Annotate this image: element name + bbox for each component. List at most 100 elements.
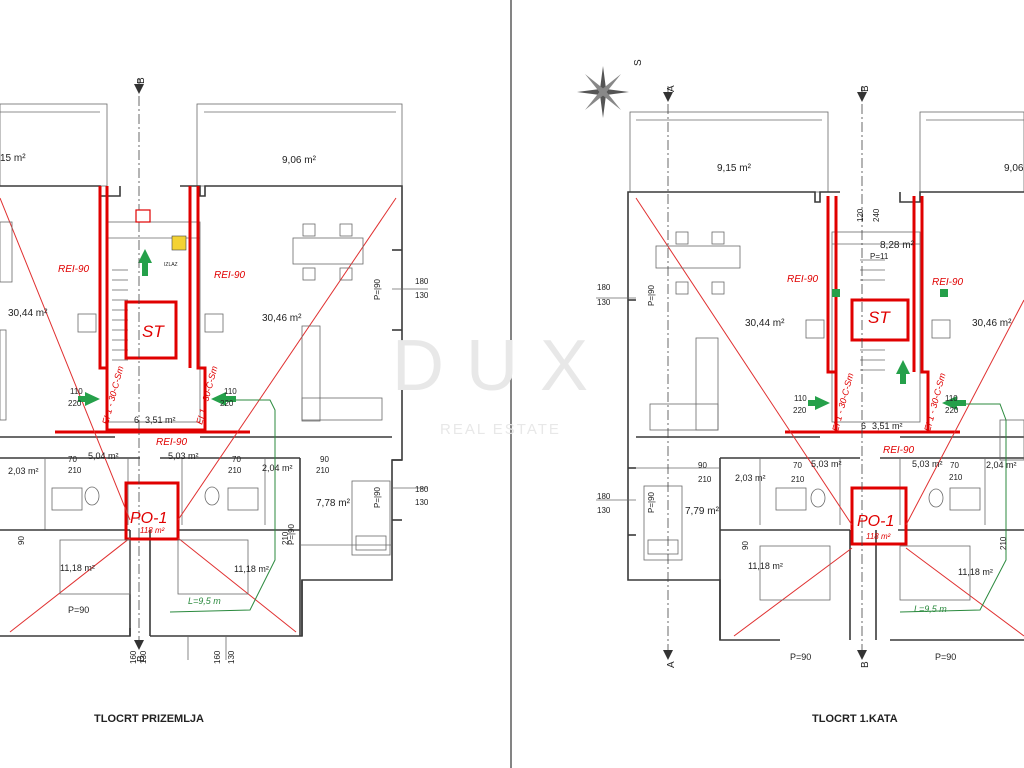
parapet-1-4: P=90 bbox=[935, 652, 956, 662]
parapet-1: P=|90 bbox=[373, 278, 382, 300]
staircase-label: ST bbox=[142, 322, 165, 341]
window-dim-h-3: 130 bbox=[139, 650, 148, 664]
fire-wall-label-1-1: REI-90 bbox=[787, 274, 819, 285]
door-dim-h-1-1: 220 bbox=[793, 406, 807, 415]
fire-extinguisher-icon bbox=[135, 209, 151, 223]
first-floor-plan bbox=[577, 66, 1024, 660]
living-area-right: 30,46 m² bbox=[262, 313, 302, 324]
bath-area-left-1: 5,03 m² bbox=[811, 459, 842, 469]
fire-wall-label-1-2: REI-90 bbox=[932, 277, 964, 288]
section-line-b-1 bbox=[857, 86, 867, 660]
terrace-right bbox=[196, 103, 403, 187]
door-dim-w-3: 70 bbox=[68, 455, 77, 464]
north-arrow-icon bbox=[577, 66, 629, 118]
window-dim-h-4: 130 bbox=[227, 650, 236, 664]
fire-zone-name: PO-1 bbox=[130, 510, 167, 527]
watermark-sub: REAL ESTATE bbox=[440, 421, 561, 438]
door-label-left-1: EI 1 - 30-C-Sm bbox=[830, 371, 855, 432]
window-dim-h-2: 130 bbox=[415, 498, 429, 507]
hall-number-1: 6 bbox=[861, 421, 866, 431]
terrace-right-1 bbox=[919, 111, 1024, 193]
section-letter-b-bottom: B bbox=[860, 661, 871, 668]
bedroom-area-left: 11,18 m² bbox=[60, 563, 95, 573]
door-dim-h-2-1: 220 bbox=[945, 406, 959, 415]
window-dim-h-1: 130 bbox=[415, 291, 429, 300]
door-dim-w-5-1: 90 bbox=[698, 461, 707, 470]
door-dim-w-1: 110 bbox=[70, 387, 83, 396]
window-dim-w-1-1: 180 bbox=[597, 283, 611, 292]
section-letter-a-bottom: A bbox=[666, 661, 677, 668]
fire-zone-box-1 bbox=[850, 486, 908, 546]
door-dim-w-3-1: 70 bbox=[793, 461, 802, 470]
door-dim-h-5-1: 210 bbox=[698, 475, 712, 484]
parapet-3: P=90 bbox=[68, 605, 89, 615]
living-area-left: 30,44 m² bbox=[8, 308, 48, 319]
door-dim-h-5: 210 bbox=[316, 466, 330, 475]
staircase-box-1 bbox=[850, 298, 910, 342]
terrace-area-right: 9,06 m² bbox=[282, 155, 317, 166]
terrace-area-left-1: 9,15 m² bbox=[717, 163, 752, 174]
ground-floor-plan bbox=[0, 78, 428, 660]
wc-area-left: 2,03 m² bbox=[8, 466, 39, 476]
watermark-brand: DUX bbox=[392, 326, 610, 406]
plan-title-ground: TLOCRT PRIZEMLJA bbox=[94, 713, 204, 725]
door-label-right-1: EI 1 - 30-C-Sm bbox=[922, 371, 947, 432]
bath-area-left: 5,04 m² bbox=[88, 451, 119, 461]
bedroom-area-right: 11,18 m² bbox=[234, 564, 269, 574]
hall-number: 6 bbox=[134, 415, 139, 425]
door-label-left: EI 1 - 30-C-Sm bbox=[100, 364, 125, 425]
door-dim-h-6-1: 210 bbox=[999, 536, 1008, 550]
section-letter-bottom: B bbox=[136, 655, 147, 662]
door-dim-h-3-1: 210 bbox=[791, 475, 805, 484]
staircase-label-1: ST bbox=[868, 308, 891, 327]
fire-wall-label-2: REI-90 bbox=[214, 270, 246, 281]
bedroom-area-right-1: 11,18 m² bbox=[958, 567, 993, 577]
living-area-right-1: 30,46 m² bbox=[972, 318, 1012, 329]
section-letter-top: B bbox=[136, 77, 147, 84]
wc-area-left-1: 2,03 m² bbox=[735, 473, 766, 483]
parapet-1-2: P=|90 bbox=[647, 491, 656, 513]
escape-length-1: L=9,5 m bbox=[914, 604, 947, 614]
door-dim-w-4-1: 70 bbox=[950, 461, 959, 470]
parapet-2: P=|90 bbox=[373, 486, 382, 508]
wc-area-right-1: 2,04 m² bbox=[986, 460, 1017, 470]
window-dim-w-3: 160 bbox=[129, 650, 138, 664]
exit-sign-text: IZLAZ bbox=[164, 262, 178, 268]
terrace-left-1 bbox=[629, 111, 829, 193]
fire-zone-area: 118 m² bbox=[140, 526, 165, 535]
door-label-right: EI 1 - 30-C-Sm bbox=[194, 364, 219, 425]
window-dim-h-2-1: 130 bbox=[597, 506, 611, 515]
stair-dim-3: P=11 bbox=[870, 252, 889, 261]
window-dim-w-2-1: 180 bbox=[597, 492, 611, 501]
terrace-area-left: 15 m² bbox=[0, 153, 26, 164]
parapet-1-3: P=90 bbox=[790, 652, 811, 662]
fire-zone-name-1: PO-1 bbox=[857, 513, 894, 530]
section-letter-b-top: B bbox=[860, 85, 871, 92]
door-dim-w-6-1: 90 bbox=[741, 541, 750, 550]
door-dim-h-4: 210 bbox=[228, 466, 242, 475]
fire-wall-label-3: REI-90 bbox=[156, 437, 188, 448]
hall-area-1: 3,51 m² bbox=[872, 421, 903, 431]
fire-zone-area-1: 118 m² bbox=[866, 532, 891, 541]
door-dim-w-1-1: 110 bbox=[794, 394, 807, 403]
section-line-b bbox=[134, 78, 144, 650]
stair-landing-area: 8,28 m² bbox=[880, 240, 915, 251]
fire-wall-stairs bbox=[98, 186, 207, 432]
door-dim-w-5: 90 bbox=[320, 455, 329, 464]
window-dim-h-1-1: 130 bbox=[597, 298, 611, 307]
living-area-left-1: 30,44 m² bbox=[745, 318, 785, 329]
door-dim-w-2-1: 110 bbox=[945, 394, 958, 403]
door-dim-h-3: 210 bbox=[68, 466, 82, 475]
door-dim-w-2: 110 bbox=[224, 387, 237, 396]
window-dim-w-2: 180 bbox=[415, 485, 429, 494]
stair-dim-1: 120 bbox=[856, 208, 865, 222]
terrace-area-right-1: 9,06 bbox=[1004, 163, 1024, 174]
door-dim-h-2: 220 bbox=[220, 399, 234, 408]
escape-length: L=9,5 m bbox=[188, 596, 221, 606]
wc-area-right: 2,04 m² bbox=[262, 463, 293, 473]
staircase-box bbox=[124, 300, 178, 360]
door-dim-w-6: 90 bbox=[17, 536, 26, 545]
section-line-a bbox=[663, 86, 673, 660]
